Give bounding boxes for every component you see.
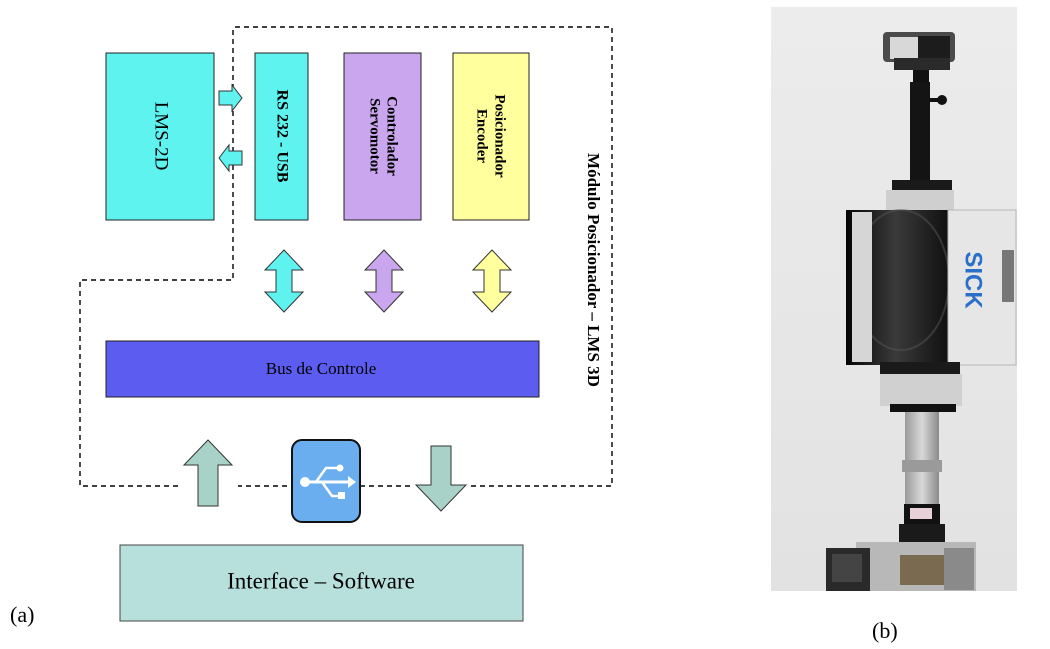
- camera-pole: [910, 82, 930, 182]
- encoder-positioner-label-line2: Encoder: [474, 109, 490, 164]
- interface-software-label: Interface – Software: [227, 568, 415, 593]
- up-arrow-icon: [182, 439, 234, 507]
- lms-2d-label: LMS-2D: [151, 102, 172, 171]
- control-bus-label: Bus de Controle: [266, 359, 377, 378]
- encoder-positioner-box: [452, 52, 530, 221]
- double-arrow-yellow-icon: [471, 249, 513, 313]
- module-boundary: [79, 26, 613, 487]
- panel-label-b: (b): [872, 618, 898, 643]
- double-arrow-violet-icon: [363, 249, 405, 313]
- double-arrow-cyan-icon: [263, 249, 305, 313]
- arrow-to-rs232-icon: [218, 83, 243, 113]
- sick-logo: SICK: [960, 251, 987, 309]
- interface-software-box: [119, 544, 524, 622]
- servo-controller-label-line1: Controlador: [384, 96, 400, 176]
- servo-controller-box: [343, 52, 422, 221]
- rs232-usb-label: RS 232 - USB: [273, 90, 290, 183]
- lms-2d-box: [105, 52, 215, 221]
- panel-label-a: (a): [10, 602, 34, 627]
- block-diagram: LMS-2D RS 232 - USB Controlador Servomot…: [79, 26, 613, 622]
- rotation-shaft: [905, 412, 939, 504]
- encoder-positioner-label-line1: Posicionador: [492, 94, 508, 178]
- servo-motor: [826, 542, 976, 591]
- scanner-photo: SICK: [771, 7, 1017, 591]
- module-label: Módulo Posicionador – LMS 3D: [584, 153, 603, 387]
- arrow-to-lms-icon: [218, 143, 243, 173]
- servo-controller-label-line2: Servomotor: [367, 98, 383, 174]
- control-bus-box: [105, 340, 540, 398]
- camera-icon: [883, 32, 955, 82]
- usb-icon: [291, 439, 361, 523]
- rs232-usb-box: [254, 52, 309, 221]
- down-arrow-icon: [414, 445, 468, 512]
